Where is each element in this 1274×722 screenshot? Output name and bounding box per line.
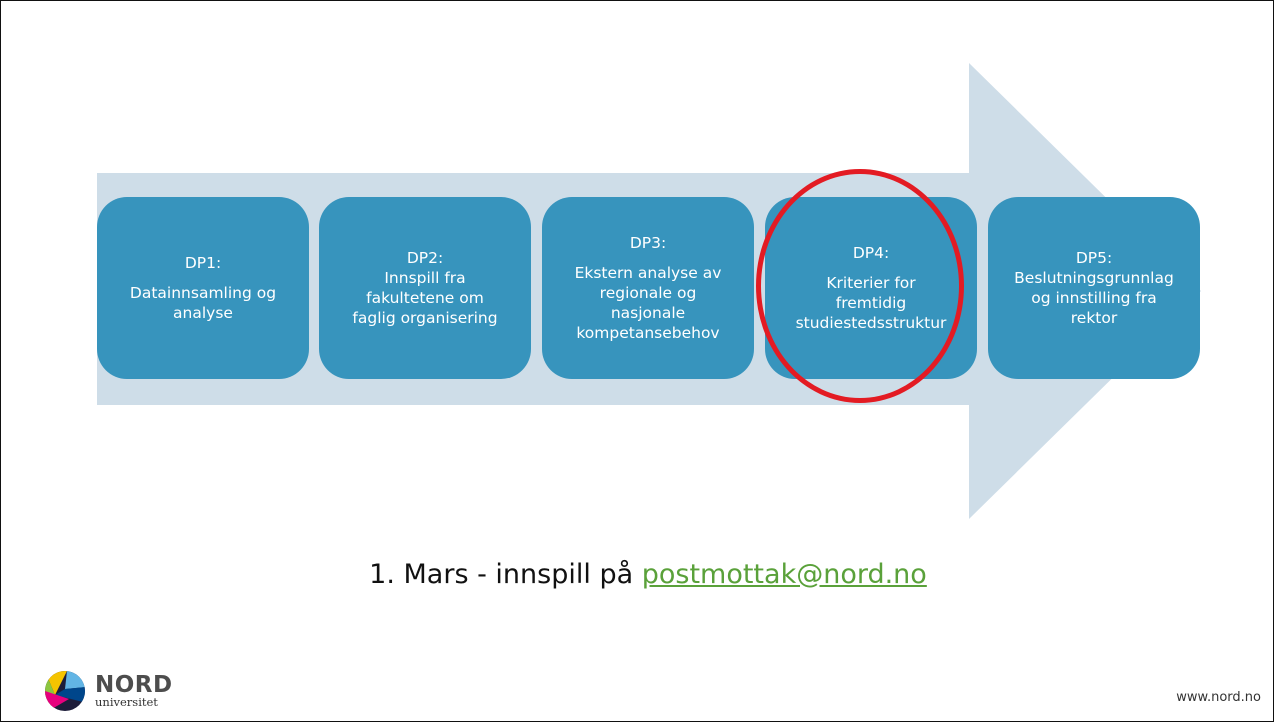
nord-logo-icon — [45, 671, 85, 711]
submission-note: 1. Mars - innspill på postmottak@nord.no — [1, 559, 1274, 590]
step-id: DP3: — [629, 234, 667, 252]
website-url: www.nord.no — [1176, 690, 1261, 705]
step-box-dp1: DP1: Datainnsamling og analyse — [97, 197, 309, 379]
step-box-dp3: DP3: Ekstern analyse av regionale og nas… — [542, 197, 754, 379]
step-id: DP5: — [1075, 249, 1113, 267]
step-id: DP4: — [852, 244, 890, 262]
step-text: Ekstern analyse av regionale og nasjonal… — [574, 264, 722, 342]
step-id: DP1: — [184, 254, 222, 272]
step-box-dp2: DP2: Innspill fra fakultetene om faglig … — [319, 197, 531, 379]
logo-name: NORD — [95, 671, 173, 698]
step-box-dp4: DP4: Kriterier for fremtidig studiesteds… — [765, 197, 977, 379]
step-id: DP2: — [406, 249, 444, 267]
email-link[interactable]: postmottak@nord.no — [641, 559, 927, 590]
step-text: Beslutningsgrunnlag og innstilling fra r… — [1014, 269, 1174, 327]
step-text: Innspill fra fakultetene om faglig organ… — [352, 269, 498, 327]
nord-logo: NORD universitet — [43, 669, 173, 713]
note-text: 1. Mars - innspill på — [369, 559, 642, 590]
logo-wordmark: NORD universitet — [95, 671, 173, 709]
logo-subtitle: universitet — [95, 694, 158, 709]
step-text: Datainnsamling og analyse — [129, 284, 277, 322]
step-box-dp5: DP5: Beslutningsgrunnlag og innstilling … — [988, 197, 1200, 379]
step-text: Kriterier for fremtidig studiestedsstruk… — [795, 274, 947, 332]
